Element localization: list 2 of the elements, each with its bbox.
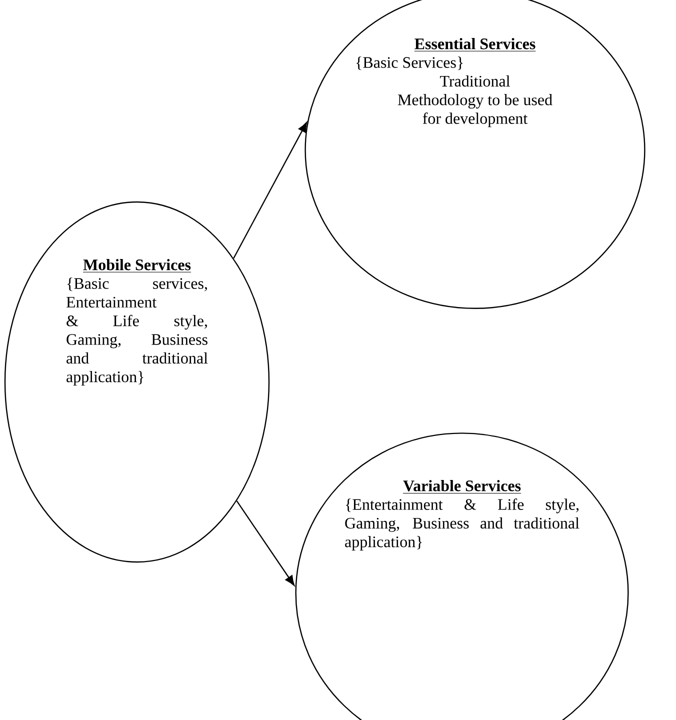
arrow [233, 122, 308, 259]
arrow [236, 500, 295, 586]
